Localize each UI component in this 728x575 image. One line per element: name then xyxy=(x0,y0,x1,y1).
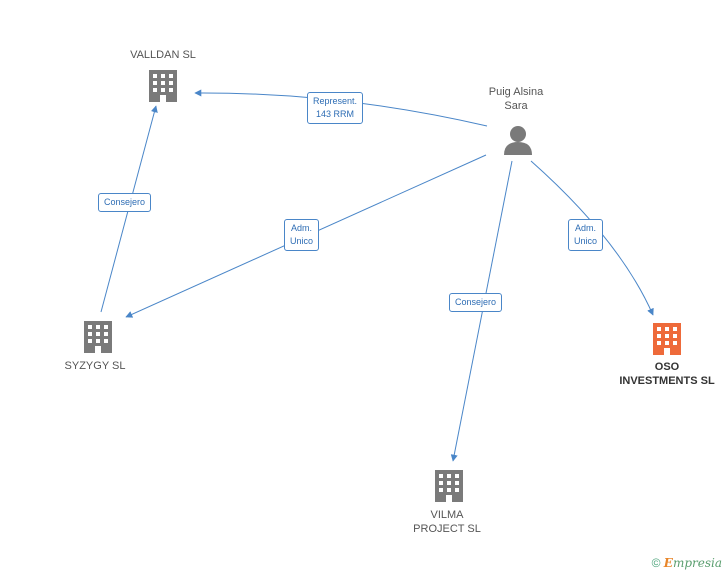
node-name-line2: INVESTMENTS SL xyxy=(619,375,715,387)
edge-label-line1: Adm. xyxy=(291,223,313,233)
brand-logo: Empresia xyxy=(663,556,722,570)
node-label-syzygy[interactable]: SYZYGY SL xyxy=(45,359,145,373)
copyright-icon: © xyxy=(651,556,661,570)
edge-label-consejero-vilma[interactable]: Consejero xyxy=(449,293,503,312)
edge-label-represent[interactable]: Represent. 143 RRM xyxy=(307,92,364,124)
node-name: SYZYGY SL xyxy=(64,360,126,372)
building-icon-highlighted[interactable] xyxy=(653,323,681,355)
building-icon[interactable] xyxy=(435,470,463,502)
edge-label-line1: Consejero xyxy=(104,197,146,207)
building-icon[interactable] xyxy=(84,321,112,353)
edge-label-line2: 143 RRM xyxy=(316,109,355,119)
edge-label-consejero-valldan[interactable]: Consejero xyxy=(98,193,152,212)
node-name-line2: PROJECT SL xyxy=(413,523,481,535)
footer-brand: © Empresia xyxy=(652,556,722,570)
node-name-line1: OSO xyxy=(654,361,680,373)
node-label-person[interactable]: Puig Alsina Sara xyxy=(466,85,566,113)
node-name-line2: Sara xyxy=(504,100,528,112)
edge-person-oso xyxy=(530,160,654,316)
node-label-oso[interactable]: OSO INVESTMENTS SL xyxy=(600,360,728,388)
node-label-valldan[interactable]: VALLDAN SL xyxy=(113,48,213,62)
person-icon[interactable] xyxy=(504,126,532,155)
edge-label-adm-unico-oso[interactable]: Adm. Unico xyxy=(568,219,604,251)
node-name-line1: Puig Alsina xyxy=(488,86,544,98)
edge-label-adm-unico-syzygy[interactable]: Adm. Unico xyxy=(284,219,320,251)
edge-label-line2: Unico xyxy=(290,236,314,246)
node-name-line1: VILMA xyxy=(430,509,464,521)
node-name: VALLDAN SL xyxy=(130,49,196,61)
edge-label-line1: Represent. xyxy=(313,96,358,106)
edge-label-line1: Consejero xyxy=(455,297,497,307)
node-label-vilma[interactable]: VILMA PROJECT SL xyxy=(397,508,497,536)
edge-label-line1: Adm. xyxy=(575,223,597,233)
building-icon[interactable] xyxy=(149,70,177,102)
edge-label-line2: Unico xyxy=(574,236,598,246)
